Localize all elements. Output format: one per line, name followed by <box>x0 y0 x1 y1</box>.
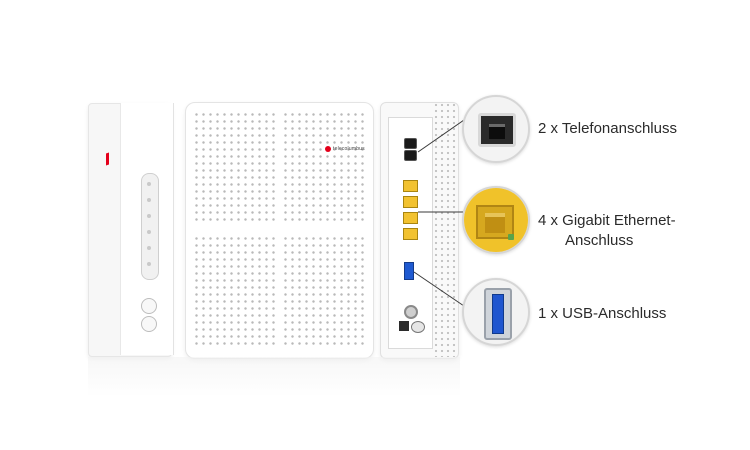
rj11-telephone-jack-icon <box>478 113 516 147</box>
status-led <box>147 230 151 234</box>
feature-label-telephone: 2 x Telefonanschluss <box>538 120 677 137</box>
usb-port-icon <box>484 288 512 340</box>
brand-logo-icon <box>325 146 331 152</box>
telephone-port <box>404 138 417 149</box>
telephone-port-zoom <box>462 95 530 163</box>
status-led-strip <box>141 173 159 280</box>
usb-port <box>404 262 414 280</box>
feature-label-ethernet: 4 x Gigabit Ethernet- <box>538 212 676 229</box>
vent-grille <box>193 235 278 348</box>
brand-mark <box>106 152 109 166</box>
status-led <box>147 262 151 266</box>
status-led <box>147 198 151 202</box>
ethernet-port <box>403 180 418 192</box>
vent-grille <box>282 235 367 348</box>
power-socket <box>411 321 425 333</box>
ethernet-port <box>403 228 418 240</box>
power-switch <box>399 321 409 331</box>
ethernet-port <box>403 196 418 208</box>
router-front-view <box>185 102 374 359</box>
wlan-button <box>141 316 157 332</box>
vent-grille <box>433 102 457 357</box>
status-led <box>147 246 151 250</box>
status-led <box>147 182 151 186</box>
feature-label-ethernet-line2: Anschluss <box>565 232 634 249</box>
brand-logo-text: telecolumbus <box>333 146 365 152</box>
feature-label-usb: 1 x USB-Anschluss <box>538 305 667 322</box>
floor-reflection <box>88 357 460 397</box>
link-led <box>508 234 514 240</box>
rj45-ethernet-port-icon <box>476 205 514 239</box>
wps-button <box>141 298 157 314</box>
coax-connector <box>404 305 418 319</box>
vent-grille <box>282 111 367 224</box>
status-led <box>147 214 151 218</box>
vent-grille <box>193 111 278 224</box>
usb-port-zoom <box>462 278 530 346</box>
ethernet-port-zoom <box>462 186 530 254</box>
ethernet-port <box>403 212 418 224</box>
telephone-port <box>404 150 417 161</box>
